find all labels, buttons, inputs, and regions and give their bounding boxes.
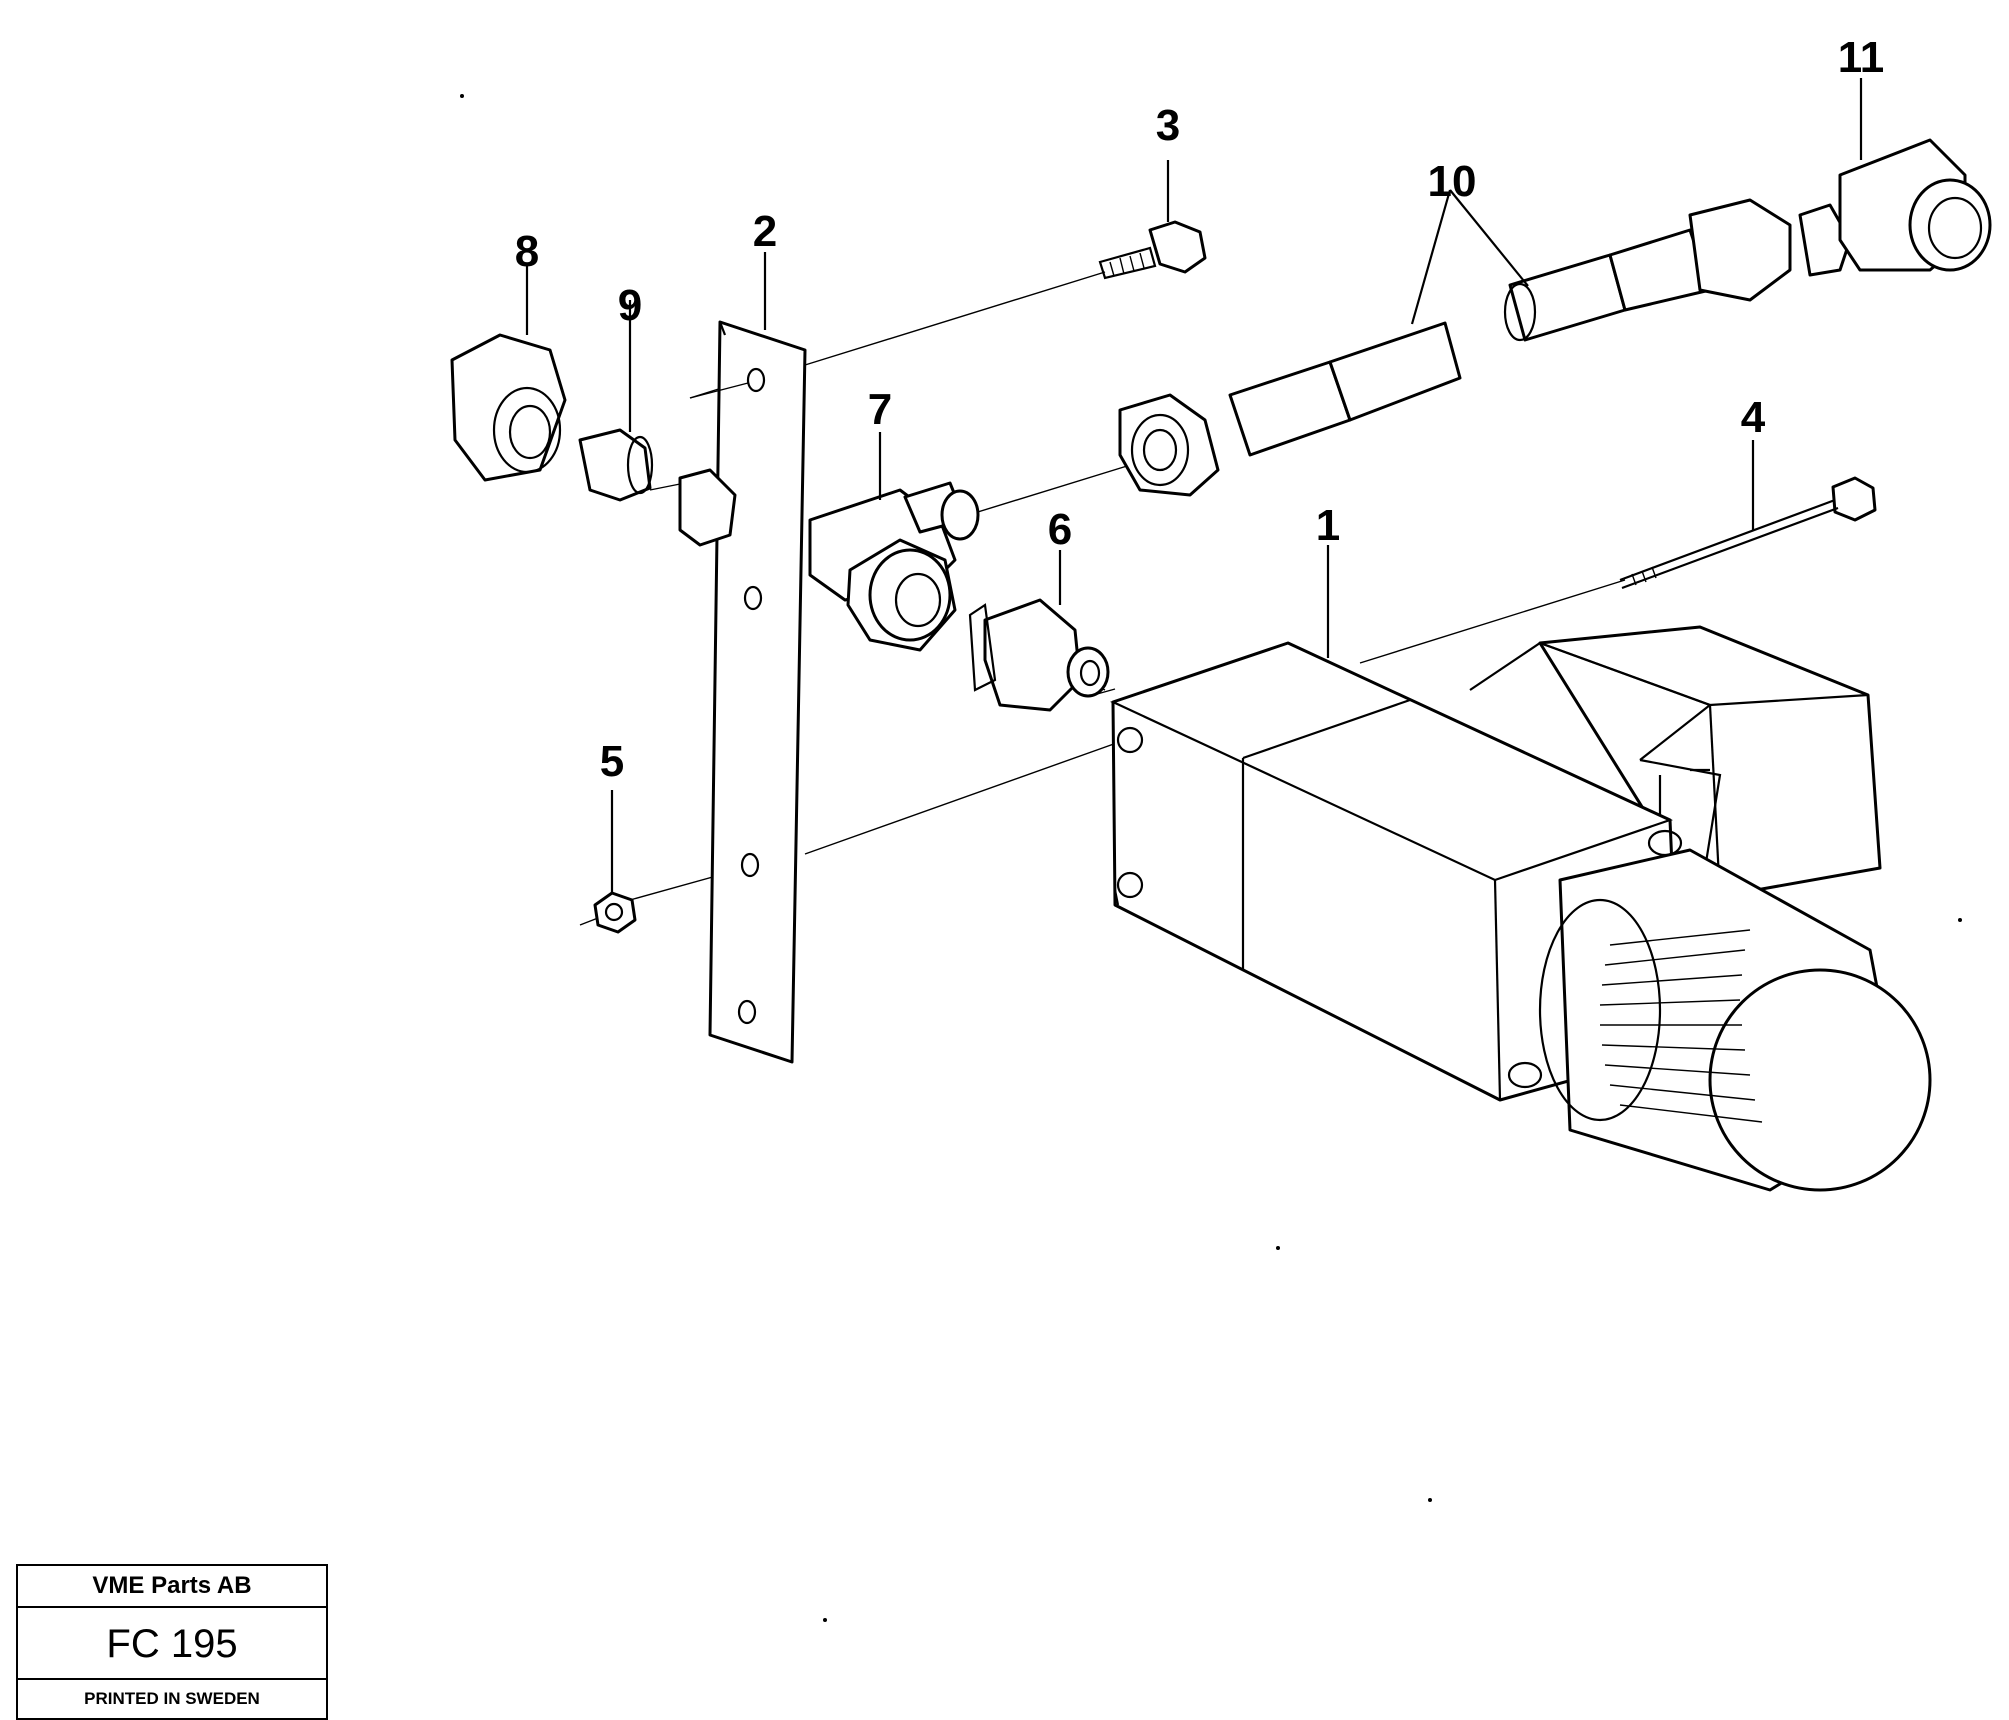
part-3-screw [1098,160,1207,280]
callout-4: 4 [1741,393,1766,442]
scan-dots [460,94,1962,1622]
callout-11: 11 [1838,33,1885,82]
figure-code: FC 195 [18,1608,326,1680]
callout-3: 3 [1156,101,1180,150]
part-2-bracket [689,320,807,1064]
part-1-motor-unit [1110,625,1932,1192]
callout-6: 6 [1048,505,1072,554]
callout-8: 8 [515,227,539,276]
part-4-long-bolt [1619,440,1877,590]
callout-10: 10 [1428,157,1477,206]
part-8-large-nut [450,265,567,482]
assembly-lines [629,271,1626,901]
callouts: 1 2 3 4 5 6 7 8 9 10 11 [515,33,1885,786]
part-10-hose [1118,189,1792,497]
part-11-elbow-connector [1798,78,1992,277]
callout-7: 7 [868,385,892,434]
callout-5: 5 [600,737,624,786]
part-6-fitting [968,550,1110,712]
company-name: VME Parts AB [18,1566,326,1608]
callout-2: 2 [753,207,777,256]
part-5-nut [579,790,637,934]
part-7-elbow [808,432,980,652]
printed-note: PRINTED IN SWEDEN [84,1689,260,1708]
callout-1: 1 [1316,501,1340,550]
part-9-plug [578,300,737,547]
title-block: VME Parts AB FC 195 PRINTED IN SWEDEN [16,1564,328,1720]
callout-9: 9 [618,281,642,330]
motor-ribs [1599,929,1763,1123]
